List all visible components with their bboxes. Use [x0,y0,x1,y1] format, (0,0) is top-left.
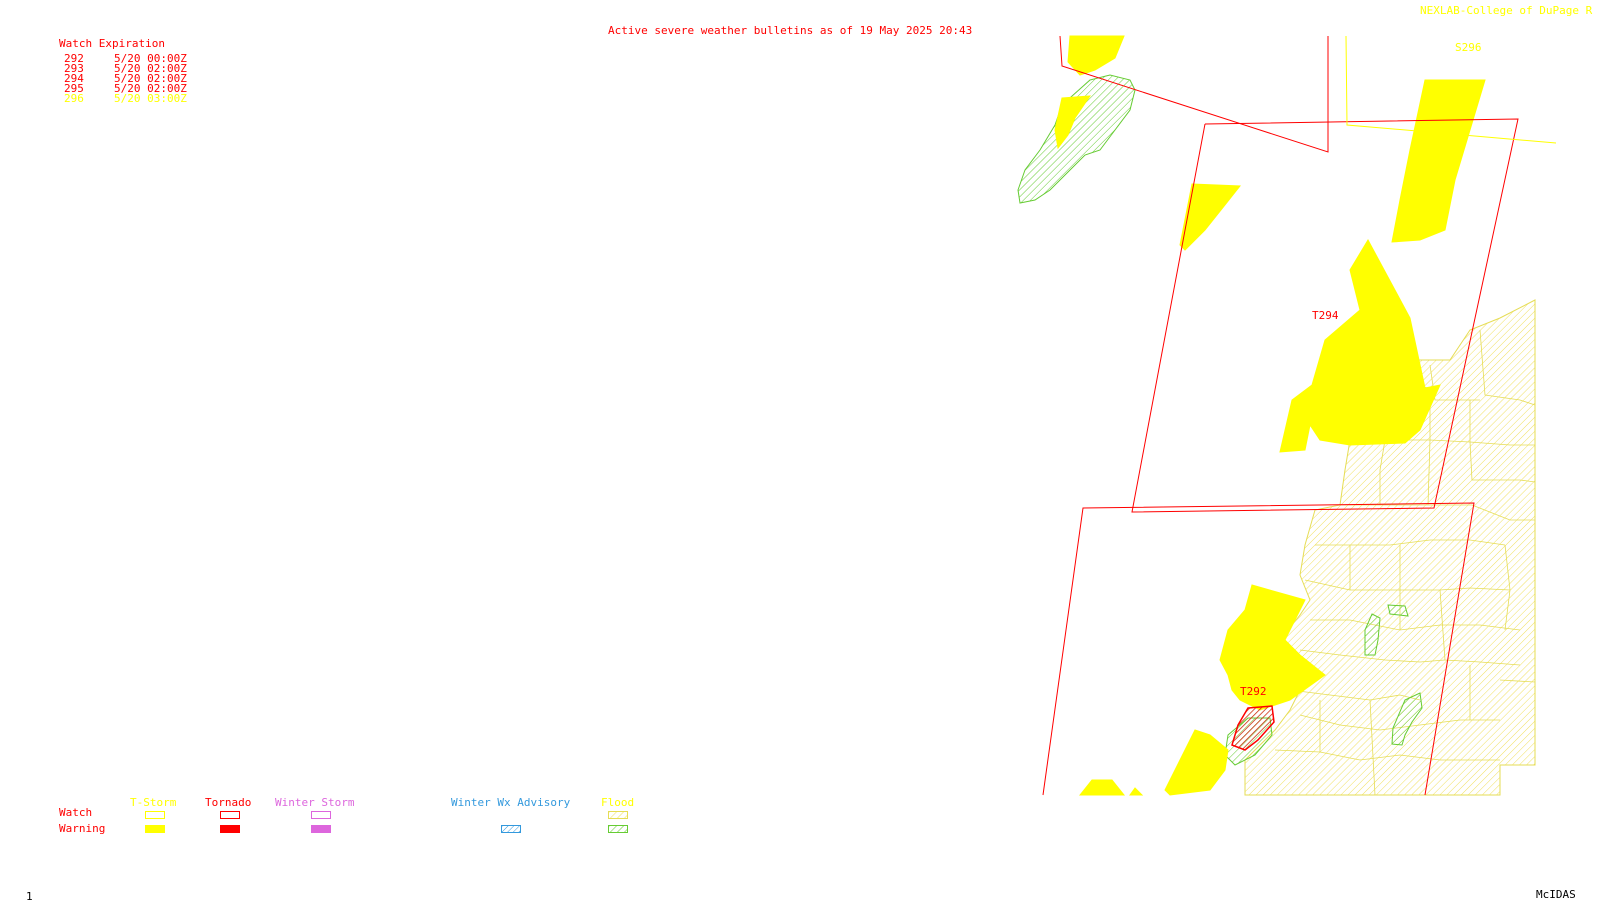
credit-label: NEXLAB-College of DuPage R [1420,4,1593,17]
legend-winter-wx-advisory-swatch [501,825,521,833]
watch-outlines [1042,35,1557,796]
watch-label-t292: T292 [1240,685,1267,698]
frame-number: 1 [26,890,33,903]
legend-tstorm-watch-swatch [145,811,165,819]
legend-winter-storm-watch-swatch [311,811,331,819]
tornado-warning-area [1231,705,1275,751]
legend-winter-storm-label: Winter Storm [275,796,355,809]
tornado-watch-294-outline [1131,118,1519,513]
legend-tstorm-label: T-Storm [130,796,177,809]
watch-expiration-label: Watch Expiration [59,37,165,50]
legend-tornado-watch-swatch [220,811,240,819]
legend-watch-label: Watch [59,806,93,819]
legend-flood-warning-swatch [608,825,628,833]
software-label: McIDAS [1536,888,1576,901]
tornado-watch-293-outline [1059,35,1329,153]
tornado-watch-292-outline [1042,502,1475,796]
legend-winter-wx-advisory-label: Winter Wx Advisory [451,796,571,809]
tstorm-warnings [1054,35,1486,796]
svr-watch-296-outline [1345,35,1557,144]
legend-winter-storm-warning-swatch [311,825,331,833]
legend-tstorm-warning-swatch [145,825,165,833]
watch-label-t294: T294 [1312,309,1339,322]
legend-tornado-label: Tornado [205,796,252,809]
legend-warning-label: Warning [59,822,106,835]
legend-flood-label: Flood [601,796,635,809]
page-title: Active severe weather bulletins as of 19… [608,24,973,37]
legend-flood-watch-swatch [608,811,628,819]
watch-label-s296: S296 [1455,41,1482,54]
legend-tornado-warning-swatch [220,825,240,833]
